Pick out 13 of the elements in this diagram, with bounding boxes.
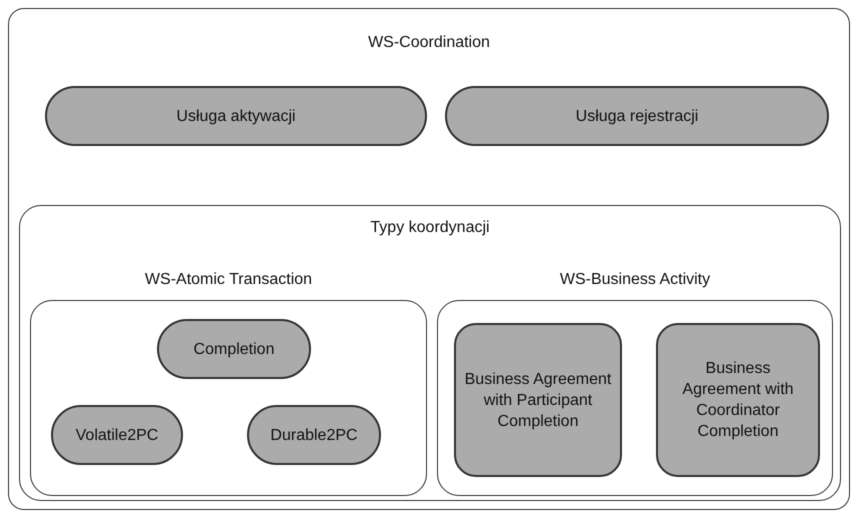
- rounded-box: [656, 323, 820, 477]
- node-label: Business Agreement with Participant Completion: [464, 370, 612, 432]
- node-label: Usługa aktywacji: [176, 106, 296, 126]
- node-label: WS-Coordination: [368, 33, 490, 53]
- rounded-box: [454, 323, 622, 477]
- node-label: WS-Business Activity: [560, 270, 710, 290]
- node-label: Durable2PC: [270, 426, 358, 446]
- node-label: Completion: [194, 340, 274, 360]
- node-label: WS-Atomic Transaction: [144, 270, 312, 290]
- node-label: Volatile2PC: [76, 426, 158, 446]
- node-label: Business Agreement with Coordinator Completion: [681, 359, 795, 442]
- node-label: Typy koordynacji: [370, 218, 490, 238]
- node-label: Usługa rejestracji: [576, 106, 698, 126]
